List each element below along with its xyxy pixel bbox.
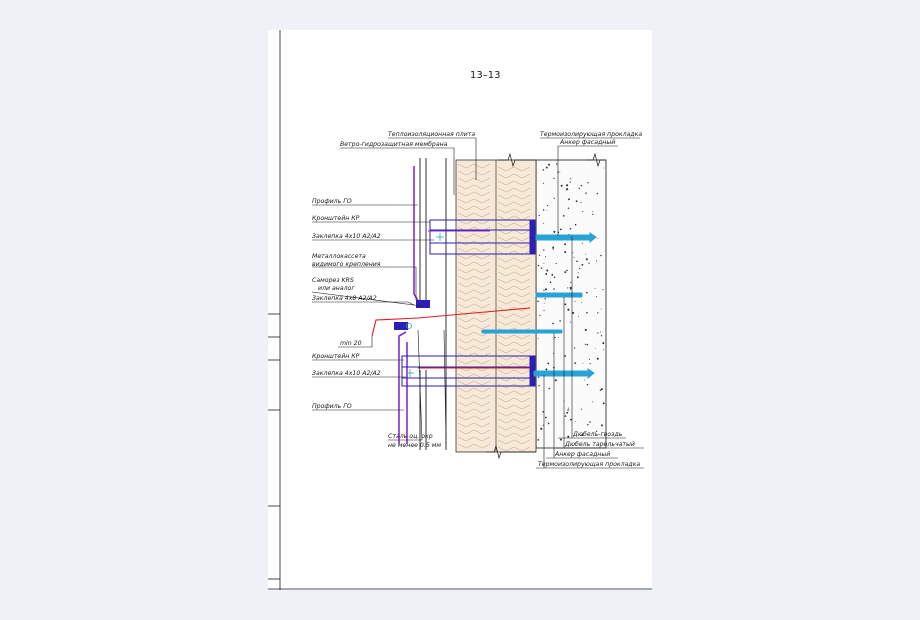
label-rivet-4x10-top: Заклепка 4х10 А2/А2 [312,233,381,240]
label-thermal-gasket-top: Термоизолирующая прокладка [540,131,642,138]
label-rivet-4x8: Заклепка 4х8 А2/А2 [312,295,377,302]
label-dowel-plate: Дюбель тарельчатый [564,440,635,448]
label-screw-krs-1: Саморез KRS [312,277,354,284]
bracket-kr-top [428,219,536,255]
concrete-wall [535,159,607,449]
label-min-20: min 20 [340,340,362,347]
break-marks [486,152,606,460]
rivets [406,233,444,377]
label-anchor-top: Анкер фасадный [559,139,615,146]
label-wind-membrane: Ветро-гидрозащитная мембрана [340,140,448,148]
facade-anchors [481,232,597,380]
label-profile-go-top: Профиль ГО [312,198,352,205]
label-dowel-nail: Дюбель-гвоздь [572,430,623,438]
krs-screw [394,300,430,330]
label-thermal-plate: Теплоизоляционная плита [388,131,475,138]
label-screw-krs-2: или аналог [318,285,355,292]
drawing-title: 13–13 [470,70,500,81]
label-thermal-gasket-bottom: Термоизолирующая прокладка [538,461,640,468]
label-bracket-kr-bottom: Кронштейн КР [312,353,360,360]
drawing-sheet: 13–13 [268,30,652,590]
label-anchor-bottom: Анкер фасадный [554,451,610,458]
label-steel-2: не менее 0.5 мм [388,442,441,449]
label-metal-cassette-1: Металлокассета [312,253,366,260]
insulation-layer [455,159,537,453]
label-rivet-4x10-bottom: Заклепка 4х10 А2/А2 [312,370,381,377]
leader-lines [311,137,644,469]
sheet-frame [268,30,652,590]
label-bracket-kr-top: Кронштейн КР [312,215,360,222]
label-profile-go-bottom: Профиль ГО [312,403,352,410]
steel-flashing [371,307,531,369]
label-steel-1: Сталь оц. окр [388,433,433,440]
label-metal-cassette-2: видимого крепления [312,261,381,268]
section-13-13-drawing: 13–13 [268,30,652,590]
